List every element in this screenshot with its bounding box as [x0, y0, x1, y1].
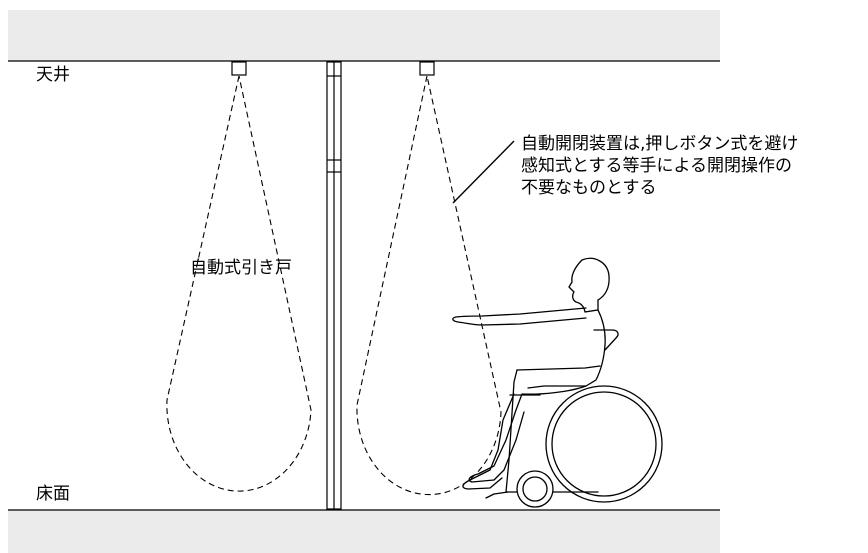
door-frame — [326, 61, 342, 510]
note-line: 感知式とする等手による開閉操作の — [521, 156, 792, 176]
floor-label: 床面 — [36, 484, 70, 504]
sensing-area-left — [166, 75, 312, 492]
note-leader-line — [452, 140, 515, 204]
sensor-left — [231, 61, 247, 76]
door-label: 自動式引き戸 — [190, 258, 292, 278]
sensing-area-right — [356, 75, 502, 496]
sensor-right — [419, 61, 435, 76]
note-line: 自動開閉装置は,押しボタン式を避け — [521, 134, 799, 154]
wheelchair-user-figure — [452, 257, 663, 508]
ceiling-label: 天井 — [36, 65, 70, 85]
floor-slab — [8, 510, 720, 553]
note-line: 不要なものとする — [521, 178, 657, 198]
ceiling-slab — [8, 10, 720, 61]
door-requirement-note: 自動開閉装置は,押しボタン式を避け 感知式とする等手による開閉操作の 不要なもの… — [521, 133, 798, 199]
